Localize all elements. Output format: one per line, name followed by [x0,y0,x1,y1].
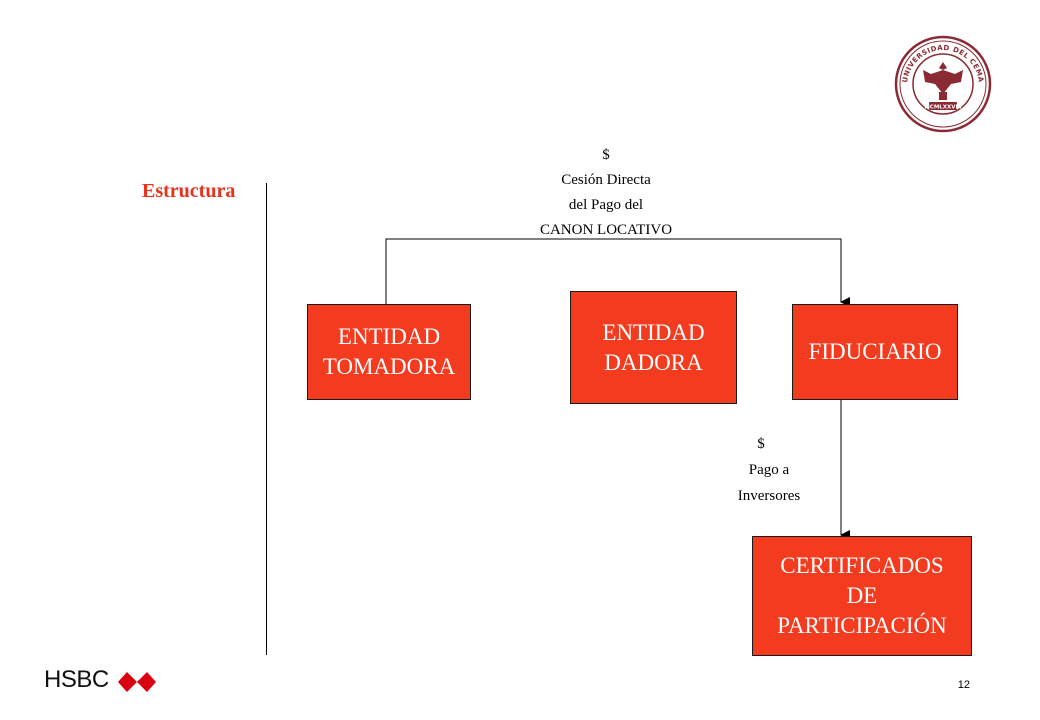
cesion-label: $ Cesión Directa del Pago del CANON LOCA… [500,143,712,243]
pago-label: $ Pago a Inversores [714,431,824,509]
node-entidad-tomadora: ENTIDAD TOMADORA [307,304,471,400]
node-label: TOMADORA [322,354,456,379]
page-number: 12 [957,679,970,691]
node-label: PARTICIPACIÓN [777,613,947,638]
pago-label-line: $ [757,436,765,452]
node-label: FIDUCIARIO [808,339,942,364]
hsbc-logo-text: HSBC [44,666,109,693]
cesion-label-line: CANON LOCATIVO [539,222,673,238]
node-label: DADORA [604,349,703,375]
node-label: DE [846,583,878,608]
node-label: ENTIDAD [602,319,705,345]
pago-label-line: Pago a [748,462,790,478]
cesion-connector [385,238,850,307]
cesion-label-line: Cesión Directa [561,172,651,188]
node-fiduciario: FIDUCIARIO [792,304,958,400]
cesion-label-line: del Pago del [568,197,644,213]
node-entidad-dadora: ENTIDAD DADORA [570,291,737,404]
seal-text-bottom: MCMLXXVIII [924,105,961,111]
page-title: Estructura [142,180,236,202]
university-seal-icon: UNIVERSIDAD DEL CEMA MCMLXXVIII [894,35,992,133]
divider-line [266,183,267,655]
node-label: CERTIFICADOS [780,553,944,578]
node-label: ENTIDAD [337,324,441,349]
hsbc-hexagon-icon [118,672,156,692]
cesion-label-line: $ [602,147,610,163]
node-certificados: CERTIFICADOS DE PARTICIPACIÓN [752,536,972,656]
pago-label-line: Inversores [737,488,801,504]
